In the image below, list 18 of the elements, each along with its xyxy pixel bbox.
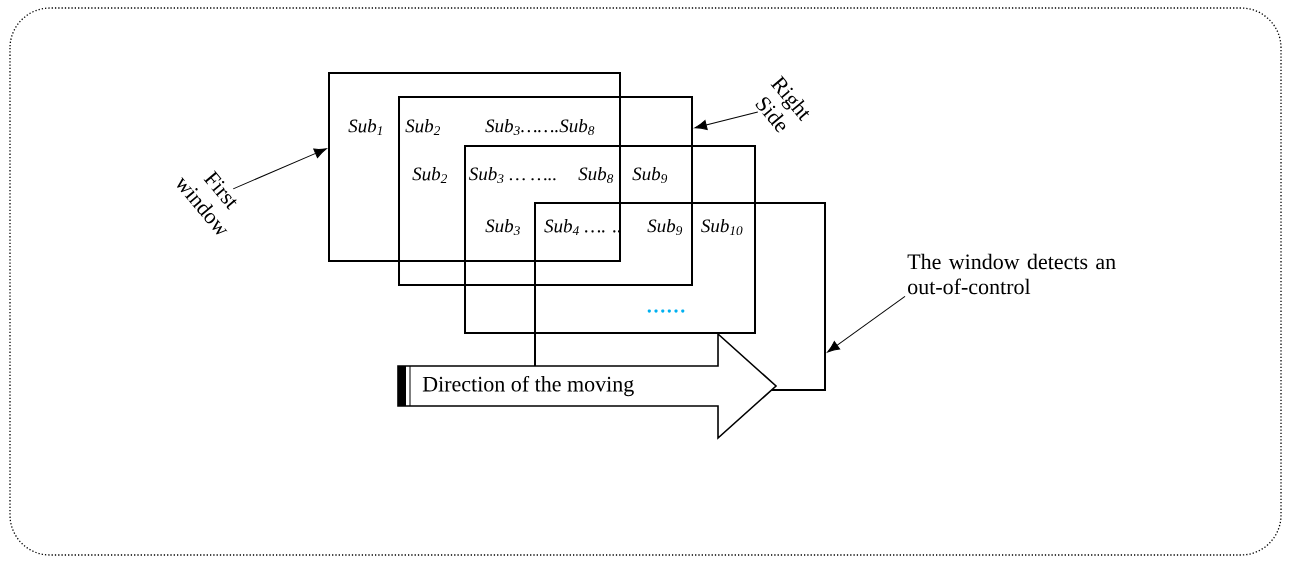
sub-label: Sub$_{9}$: [632, 166, 668, 184]
sub-label: Sub$_{3}$: [485, 218, 520, 236]
sub-label: Sub$_{1}$: [348, 119, 382, 135]
arrow: [827, 295, 906, 353]
sub-label: Sub$_{3}$…….Sub$_{8}$: [485, 118, 595, 136]
callout-text: The window detects an out-of-control: [907, 253, 1116, 295]
dotted-ellipsis: ……: [647, 309, 685, 313]
sub-label: Sub$_{8}$: [578, 166, 614, 184]
window-frame: [464, 145, 756, 334]
sub-label: Sub$_{10}$: [701, 218, 743, 236]
window-frame: [398, 96, 693, 286]
arrow: [232, 148, 327, 190]
sub-label: Sub$_{2}$: [405, 119, 441, 135]
arrow: [694, 111, 759, 130]
sub-label: Sub$_{3}$ … …..: [469, 166, 556, 184]
window-frame: [328, 72, 621, 262]
sub-label: Sub$_{2}$: [412, 167, 448, 183]
sub-label: Sub$_{9}$: [647, 218, 683, 236]
